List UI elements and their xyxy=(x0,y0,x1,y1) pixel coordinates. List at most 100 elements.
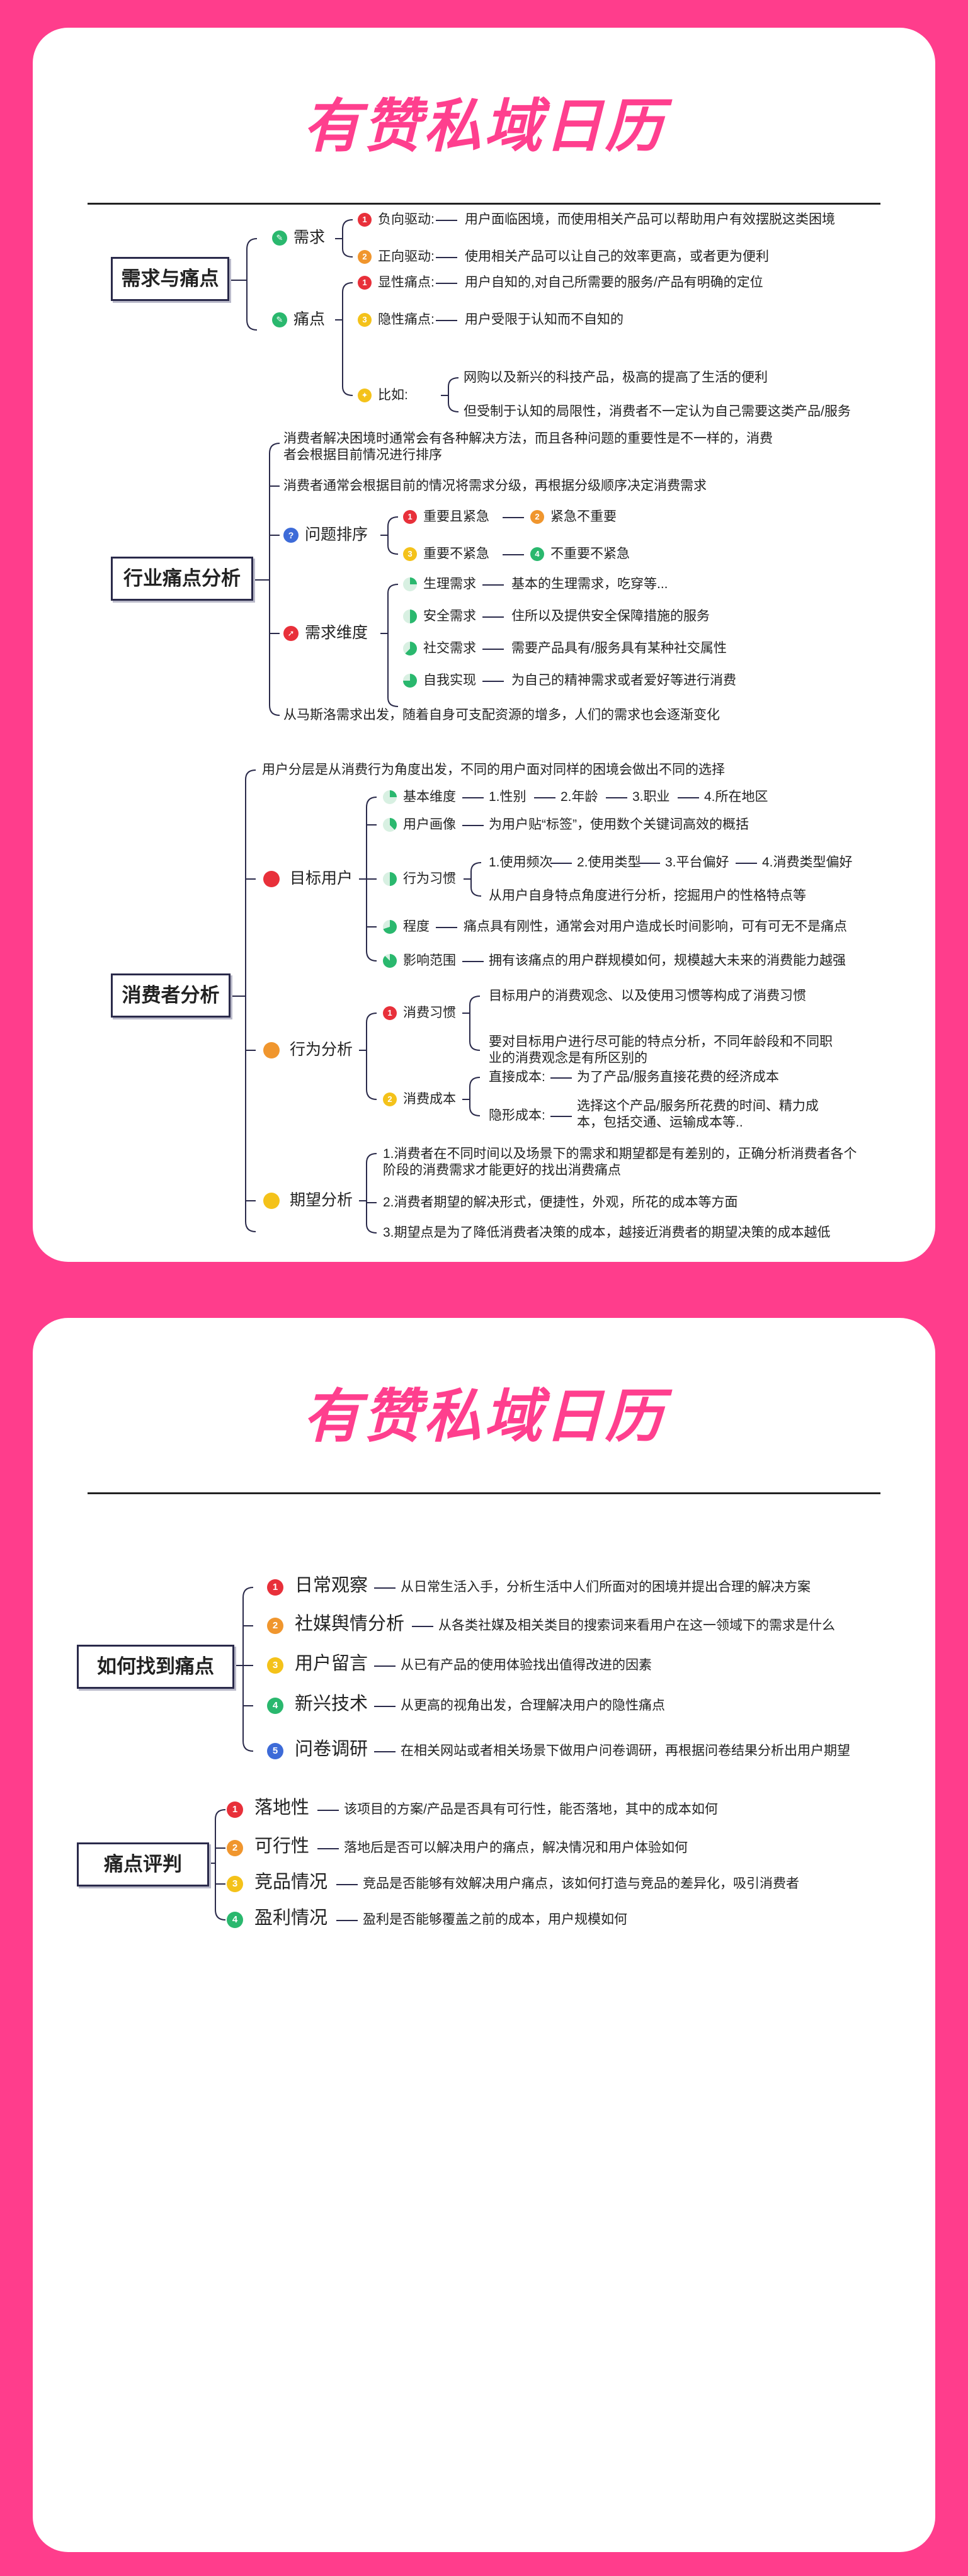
connector-dash xyxy=(482,649,504,650)
connector-dash xyxy=(534,797,555,798)
quadrant-2: 紧急不重要 xyxy=(550,509,617,524)
brand-title: 有赞私域日历 xyxy=(302,1385,666,1449)
find-text: 从各类社媒及相关类目的搜索词来看用户在这一领域下的需求是什么 xyxy=(438,1618,835,1633)
node-dimension: 需求维度 xyxy=(305,624,368,642)
basic-item-2: 2.年龄 xyxy=(561,790,598,804)
find-text: 从已有产品的使用体验找出值得改进的因素 xyxy=(401,1658,652,1672)
text-consume-habit-1: 目标用户的消费观念、以及使用习惯等构成了消费习惯 xyxy=(489,989,806,1003)
priority-2-icon: 2 xyxy=(358,250,372,264)
root-pain-evaluation: 痛点评判 xyxy=(77,1842,209,1887)
connector-dash xyxy=(639,863,660,864)
basic-item-1: 1.性别 xyxy=(489,790,527,804)
number-2-icon: 2 xyxy=(267,1618,283,1634)
eval-text: 该项目的方案/产品是否具有可行性，能否落地，其中的成本如何 xyxy=(344,1802,718,1817)
priority-3-icon: 3 xyxy=(403,547,417,561)
connector-dash xyxy=(436,220,457,221)
habit-item-3: 3.平台偏好 xyxy=(665,855,729,870)
expect-3: 3.期望点是为了降低消费者决策的成本，越接近消费者的期望决策的成本越低 xyxy=(383,1225,831,1240)
divider xyxy=(88,203,880,205)
text-scope: 拥有该痛点的用户群规模如何，规模越大未来的消费能力越强 xyxy=(489,953,846,968)
label-explicit-pain: 显性痛点: xyxy=(378,275,435,290)
text-negative-drive: 用户面临困境，而使用相关产品可以帮助用户有效摆脱这类困境 xyxy=(465,212,835,227)
connector-dash xyxy=(462,797,484,798)
find-label: 问卷调研 xyxy=(295,1739,368,1759)
connector-dash xyxy=(317,1848,339,1849)
yellow-dot-icon xyxy=(263,1193,280,1209)
connector-dash xyxy=(336,1920,358,1921)
label-positive-drive: 正向驱动: xyxy=(378,249,435,264)
text-safety: 住所以及提供安全保障措施的服务 xyxy=(511,609,710,623)
root-need-pain: 需求与痛点 xyxy=(111,257,229,301)
connector-dash xyxy=(436,257,457,258)
label-user-portrait: 用户画像 xyxy=(403,817,456,832)
quadrant-1: 重要且紧急 xyxy=(423,509,489,524)
progress-icon xyxy=(383,818,397,832)
label-consume-habit: 消费习惯 xyxy=(403,1006,456,1020)
text-explicit-pain: 用户自知的,对自己所需要的服务/产品有明确的定位 xyxy=(465,275,763,290)
priority-1-icon: 1 xyxy=(383,1006,397,1020)
number-2-icon: 2 xyxy=(227,1840,243,1856)
connector-dash xyxy=(482,584,504,586)
connector-dash xyxy=(412,1626,433,1627)
example-1: 网购以及新兴的科技产品，极高的提高了生活的便利 xyxy=(464,370,768,385)
label-example: 比如: xyxy=(378,388,408,402)
connector-dash xyxy=(550,1077,572,1079)
priority-2-icon: 2 xyxy=(530,510,544,524)
label-negative-drive: 负向驱动: xyxy=(378,212,435,227)
find-text: 从日常生活入手，分析生活中人们所面对的困境并提出合理的解决方案 xyxy=(401,1580,811,1594)
example-2: 但受制于认知的局限性，消费者不一定认为自己需要这类产品/服务 xyxy=(464,404,851,419)
label-behavior-habit: 行为习惯 xyxy=(403,871,456,886)
text-physiological: 基本的生理需求，吃穿等... xyxy=(511,577,668,591)
eval-text: 落地后是否可以解决用户的痛点，解决情况和用户体验如何 xyxy=(344,1841,688,1855)
expect-2: 2.消费者期望的解决形式，便捷性，外观，所花的成本等方面 xyxy=(383,1195,738,1210)
number-3-icon: 3 xyxy=(227,1876,243,1892)
connector-dash xyxy=(374,1587,396,1589)
priority-4-icon: 4 xyxy=(530,547,544,561)
number-4-icon: 4 xyxy=(267,1698,283,1714)
label-physiological: 生理需求 xyxy=(423,577,476,591)
connector-dash xyxy=(436,927,457,928)
progress-half-icon xyxy=(383,872,397,886)
number-5-icon: 5 xyxy=(267,1743,283,1759)
mindmap-card-top: 有赞私域日历 xyxy=(33,28,935,1262)
brand-title: 有赞私域日历 xyxy=(302,94,666,159)
orange-dot-icon xyxy=(263,1042,280,1058)
leaf-icon: ✎ xyxy=(272,230,287,246)
connector-dash xyxy=(503,517,524,518)
node-ranking: 问题排序 xyxy=(305,526,368,543)
progress-most-icon xyxy=(383,920,397,934)
mindmap-card-bottom: 有赞私域日历 如何找到痛点 1 日常观察 从日常生活入手，分析生活中人们所面对的… xyxy=(33,1318,935,2552)
connector-lines xyxy=(228,219,482,1234)
connector-dash xyxy=(550,1116,572,1117)
habit-item-4: 4.消费类型偏好 xyxy=(762,855,853,870)
expect-1: 1.消费者在不同时间以及场景下的需求和期望都是有差别的，正确分析消费者各个阶段的… xyxy=(383,1147,857,1177)
progress-three-quarter-icon xyxy=(403,674,417,688)
eval-label: 可行性 xyxy=(254,1836,310,1856)
note-user-layer: 用户分层是从消费行为角度出发，不同的用户面对同样的困境会做出不同的选择 xyxy=(262,763,725,777)
priority-1-icon: 1 xyxy=(403,510,417,524)
label-hidden-cost: 隐形成本: xyxy=(489,1108,545,1123)
text-user-portrait: 为用户贴“标签”，使用数个关键词高效的概括 xyxy=(489,817,749,832)
priority-3-icon: 2 xyxy=(383,1092,397,1106)
progress-half-icon xyxy=(403,610,417,623)
text-consume-habit-2: 要对目标用户进行尽可能的特点分析，不同年龄段和不同职业的消费观念是有所区别的 xyxy=(489,1035,833,1065)
text-social: 需要产品具有/服务具有某种社交属性 xyxy=(511,641,727,655)
idea-icon: ✦ xyxy=(358,389,372,402)
eval-text: 竞品是否能够有效解决用户痛点，该如何打造与竞品的差异化，吸引消费者 xyxy=(363,1876,799,1891)
number-1-icon: 1 xyxy=(267,1579,283,1596)
root-consumer-analysis: 消费者分析 xyxy=(111,973,231,1018)
eval-label: 竞品情况 xyxy=(254,1872,328,1892)
red-dot-icon xyxy=(263,871,280,887)
label-safety: 安全需求 xyxy=(423,609,476,623)
find-label: 社媒舆情分析 xyxy=(295,1614,405,1634)
node-need: 需求 xyxy=(293,229,326,246)
leaf-icon: ✎ xyxy=(272,312,287,327)
label-hidden-pain: 隐性痛点: xyxy=(378,312,435,327)
rocket-icon: ➚ xyxy=(283,626,299,641)
number-1-icon: 1 xyxy=(227,1801,243,1818)
connector-dash xyxy=(503,554,524,555)
progress-quarter-icon xyxy=(403,577,417,591)
text-positive-drive: 使用相关产品可以让自己的效率更高，或者更为便利 xyxy=(465,249,769,264)
label-self-actualization: 自我实现 xyxy=(423,673,476,688)
number-4-icon: 4 xyxy=(227,1912,243,1928)
